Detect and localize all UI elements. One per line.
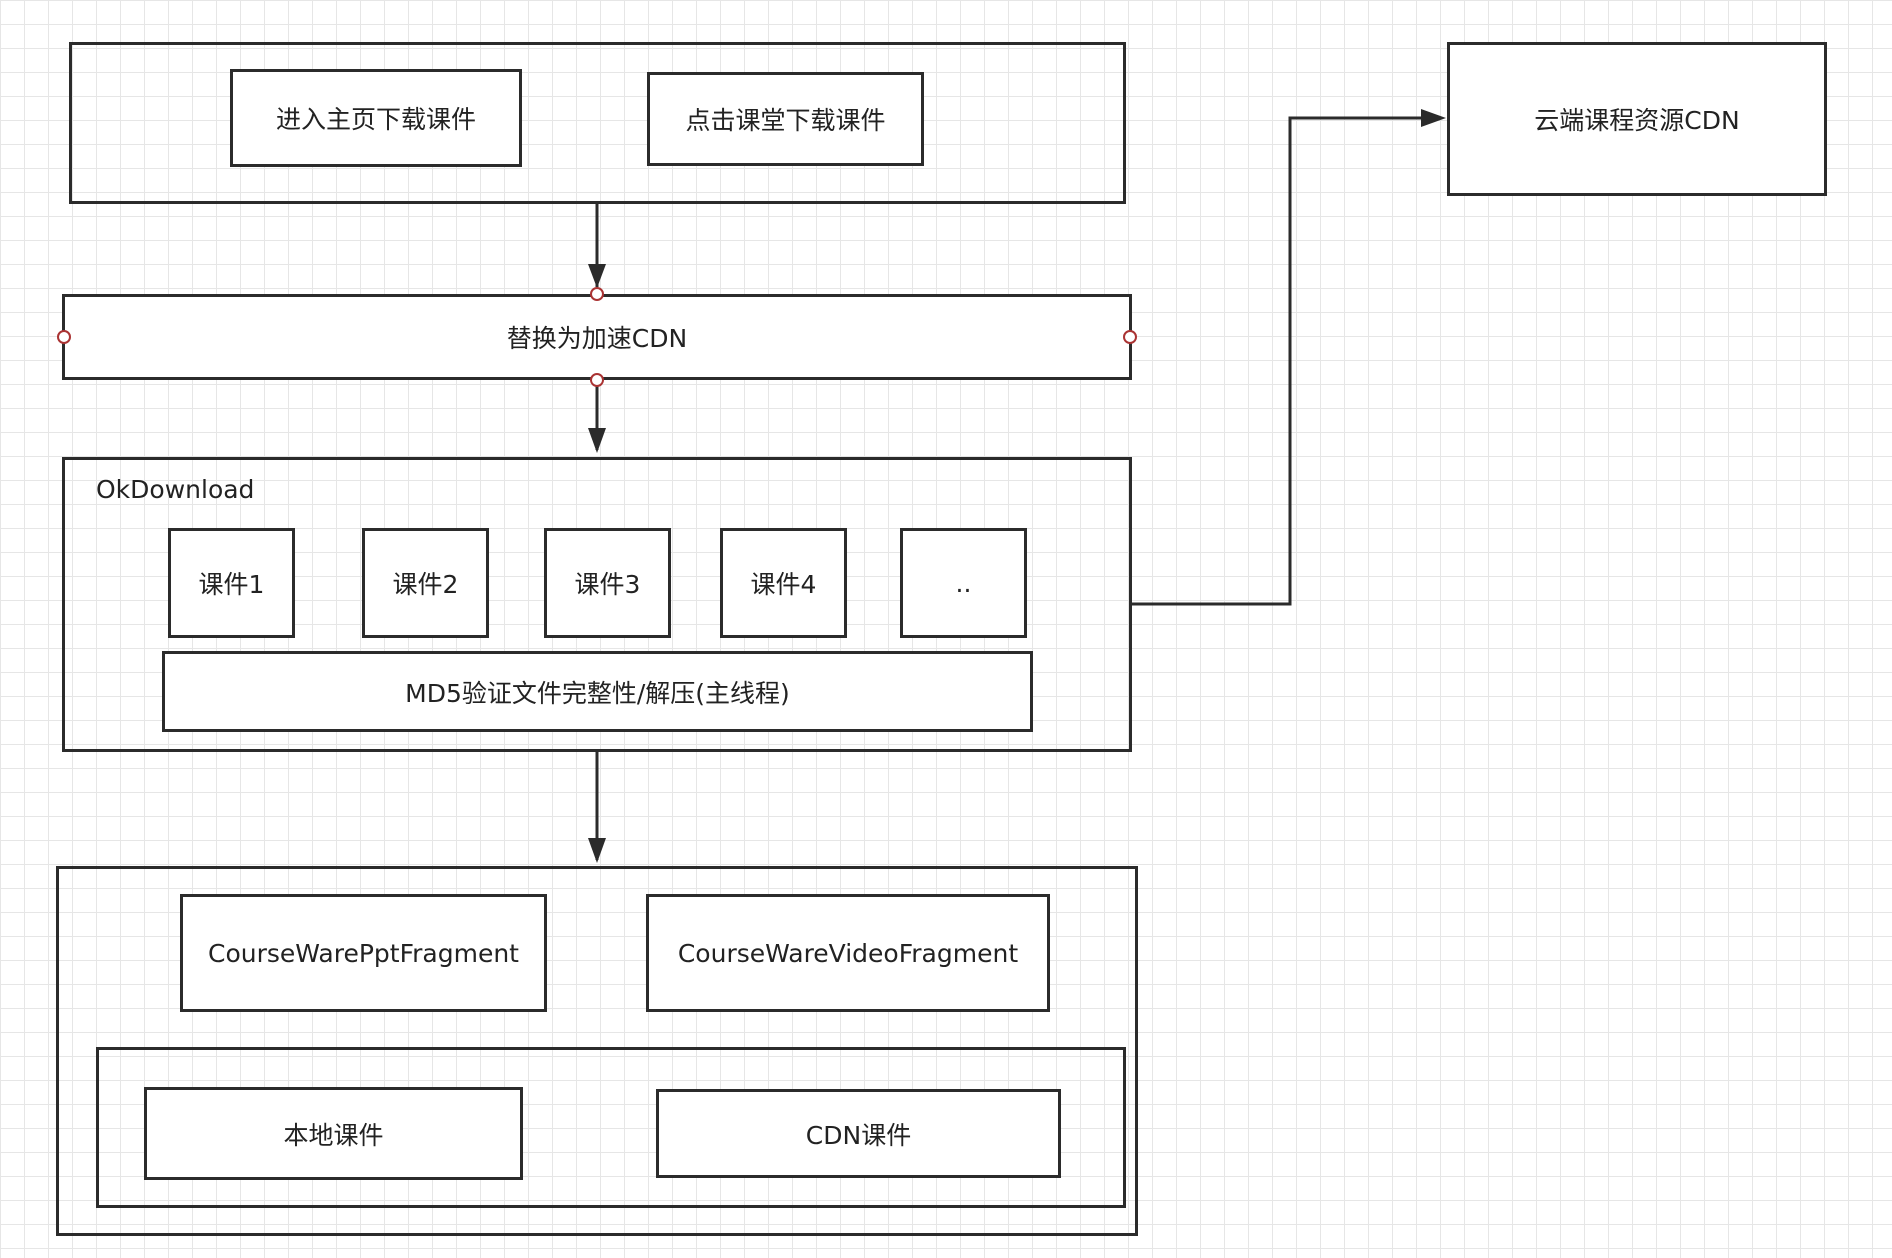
local-course-node[interactable]: 本地课件 [144, 1087, 523, 1180]
arrowhead-replace-to-okdownload [588, 428, 606, 453]
course-4-node[interactable]: 课件4 [720, 528, 847, 638]
course-2-node[interactable]: 课件2 [362, 528, 489, 638]
course-1-node[interactable]: 课件1 [168, 528, 295, 638]
okdownload-group [62, 457, 1132, 752]
course-more-node[interactable]: .. [900, 528, 1027, 638]
replace-cdn-node[interactable]: 替换为加速CDN [62, 294, 1132, 380]
cdn-course-node[interactable]: CDN课件 [656, 1089, 1061, 1178]
fragment-group [56, 866, 1138, 1236]
arrowhead-okdownload-to-fragments [588, 838, 606, 863]
video-fragment-node[interactable]: CourseWareVideoFragment [646, 894, 1050, 1012]
md5-verify-node[interactable]: MD5验证文件完整性/解压(主线程) [162, 651, 1033, 732]
cloud-cdn-node[interactable]: 云端课程资源CDN [1447, 42, 1827, 196]
entry-group [69, 42, 1126, 204]
arrowhead-entry-to-replace [588, 264, 606, 288]
course-3-node[interactable]: 课件3 [544, 528, 671, 638]
okdownload-label: OkDownload [96, 475, 255, 504]
arrowhead-okdownload-to-cloud-cdn [1421, 109, 1446, 127]
enter-home-download-node[interactable]: 进入主页下载课件 [230, 69, 522, 167]
courseware-source-group [96, 1047, 1126, 1208]
click-class-download-node[interactable]: 点击课堂下载课件 [647, 72, 924, 166]
ppt-fragment-node[interactable]: CourseWarePptFragment [180, 894, 547, 1012]
edge-okdownload-to-cloud-cdn [1132, 116, 1430, 606]
